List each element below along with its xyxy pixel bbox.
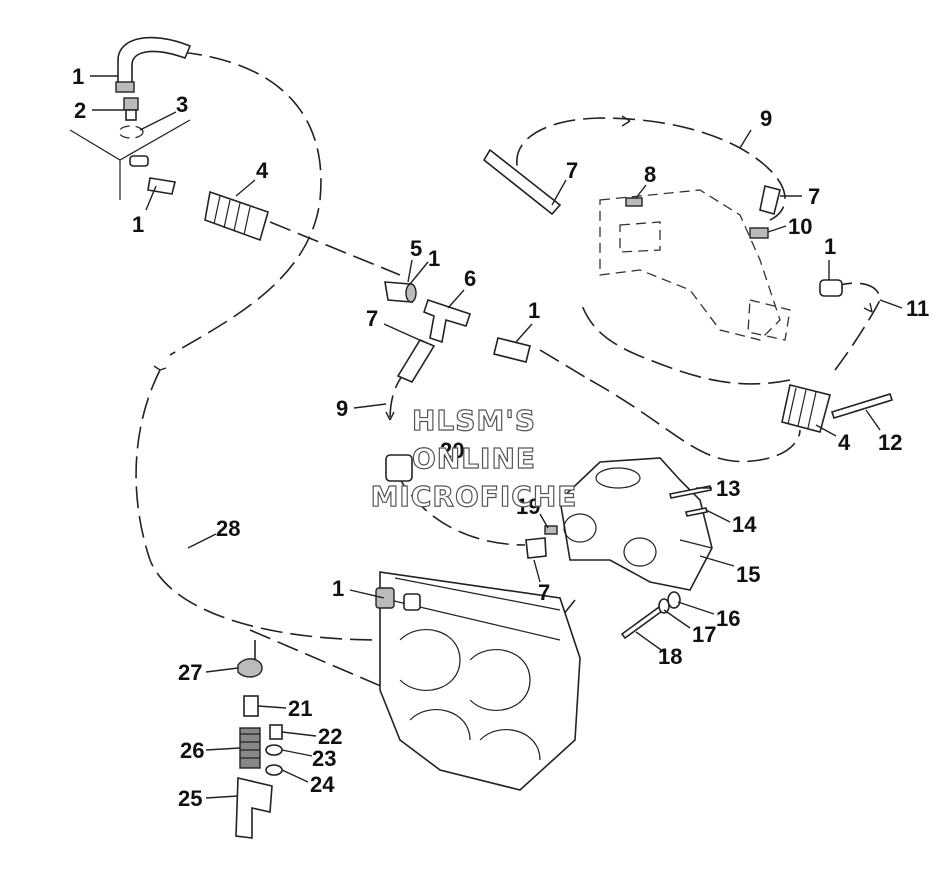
elbow-7-lower-part xyxy=(525,537,547,559)
callout-3: 3 xyxy=(176,92,188,117)
callout-10: 10 xyxy=(788,214,812,239)
callout-1: 1 xyxy=(132,212,144,237)
callout-24: 24 xyxy=(310,772,335,797)
exhaust-manifold-ghost xyxy=(599,189,791,341)
hull-panel-outline xyxy=(69,119,191,200)
fitting-19-part xyxy=(544,525,558,535)
watermark-line-3: MICROFICHE xyxy=(371,480,578,513)
callout-1: 1 xyxy=(528,298,540,323)
cylinder-block-part xyxy=(375,571,581,791)
valve-body-25-part xyxy=(235,776,273,839)
callout-22: 22 xyxy=(318,724,342,749)
elbow-7-right-part xyxy=(759,185,781,215)
callout-1: 1 xyxy=(72,64,84,89)
callout-16: 16 xyxy=(716,606,740,631)
sleeve-1-right-part xyxy=(819,279,843,297)
fitting-10-part xyxy=(749,227,769,239)
hose-nipple-1-part xyxy=(147,177,176,195)
callout-1: 1 xyxy=(428,246,440,271)
fitting-8-part xyxy=(625,197,643,207)
fitting-short-part xyxy=(129,155,149,167)
tee-fitting-6-part xyxy=(423,298,472,344)
callout-20: 20 xyxy=(440,438,464,463)
bellows-hose-4b-part xyxy=(781,384,831,433)
valve-assembly-21-26-part xyxy=(239,695,283,776)
cable-tie-12-part xyxy=(830,393,894,419)
exhaust-manifold-15-part xyxy=(559,457,713,591)
callout-7: 7 xyxy=(808,184,820,209)
bracket-27-part xyxy=(237,658,263,678)
callout-28: 28 xyxy=(216,516,240,541)
watermark-line-2: ONLINE xyxy=(412,442,536,475)
fitting-2-part xyxy=(123,97,139,121)
sleeve-1-center-part xyxy=(493,337,531,363)
callout-8: 8 xyxy=(644,162,656,187)
hose-elbow-part xyxy=(115,36,192,93)
callout-4: 4 xyxy=(838,430,851,455)
callout-labels: 1 2 3 1 4 9 7 8 7 10 1 11 5 1 6 7 1 9 20… xyxy=(72,64,929,811)
washer-3-part xyxy=(118,125,144,139)
callout-11: 11 xyxy=(906,296,929,321)
callout-19: 19 xyxy=(516,494,540,519)
callout-25: 25 xyxy=(178,786,202,811)
callout-18: 18 xyxy=(658,644,682,669)
top-right-hose-part xyxy=(482,148,562,216)
watermark-line-1: HLSM'S xyxy=(412,404,536,437)
callout-7: 7 xyxy=(538,580,550,605)
callout-13: 13 xyxy=(716,476,740,501)
callout-12: 12 xyxy=(878,430,902,455)
callout-6: 6 xyxy=(464,266,476,291)
callout-27: 27 xyxy=(178,660,202,685)
hose-routing-lines xyxy=(135,51,881,691)
callout-2: 2 xyxy=(74,98,86,123)
callout-14: 14 xyxy=(732,512,757,537)
callout-1: 1 xyxy=(332,576,344,601)
callout-7: 7 xyxy=(366,306,378,331)
callout-1: 1 xyxy=(824,234,836,259)
washer-16-17-part xyxy=(658,591,681,614)
callout-15: 15 xyxy=(736,562,760,587)
callout-9: 9 xyxy=(336,396,348,421)
sleeve-5-part xyxy=(384,281,417,303)
hose-7-center-part xyxy=(396,338,436,384)
callout-26: 26 xyxy=(180,738,204,763)
bellows-hose-4-part xyxy=(204,190,269,242)
callout-9: 9 xyxy=(760,106,772,131)
elbow-20-part xyxy=(385,454,413,482)
bolt-14-part xyxy=(685,507,708,517)
callout-5: 5 xyxy=(410,236,422,261)
leader-lines xyxy=(90,75,903,799)
callout-4: 4 xyxy=(256,158,269,183)
callout-23: 23 xyxy=(312,746,336,771)
watermark: HLSM'S ONLINE MICROFICHE xyxy=(370,403,578,513)
callout-17: 17 xyxy=(692,622,716,647)
callout-7: 7 xyxy=(566,158,578,183)
callout-21: 21 xyxy=(288,696,312,721)
